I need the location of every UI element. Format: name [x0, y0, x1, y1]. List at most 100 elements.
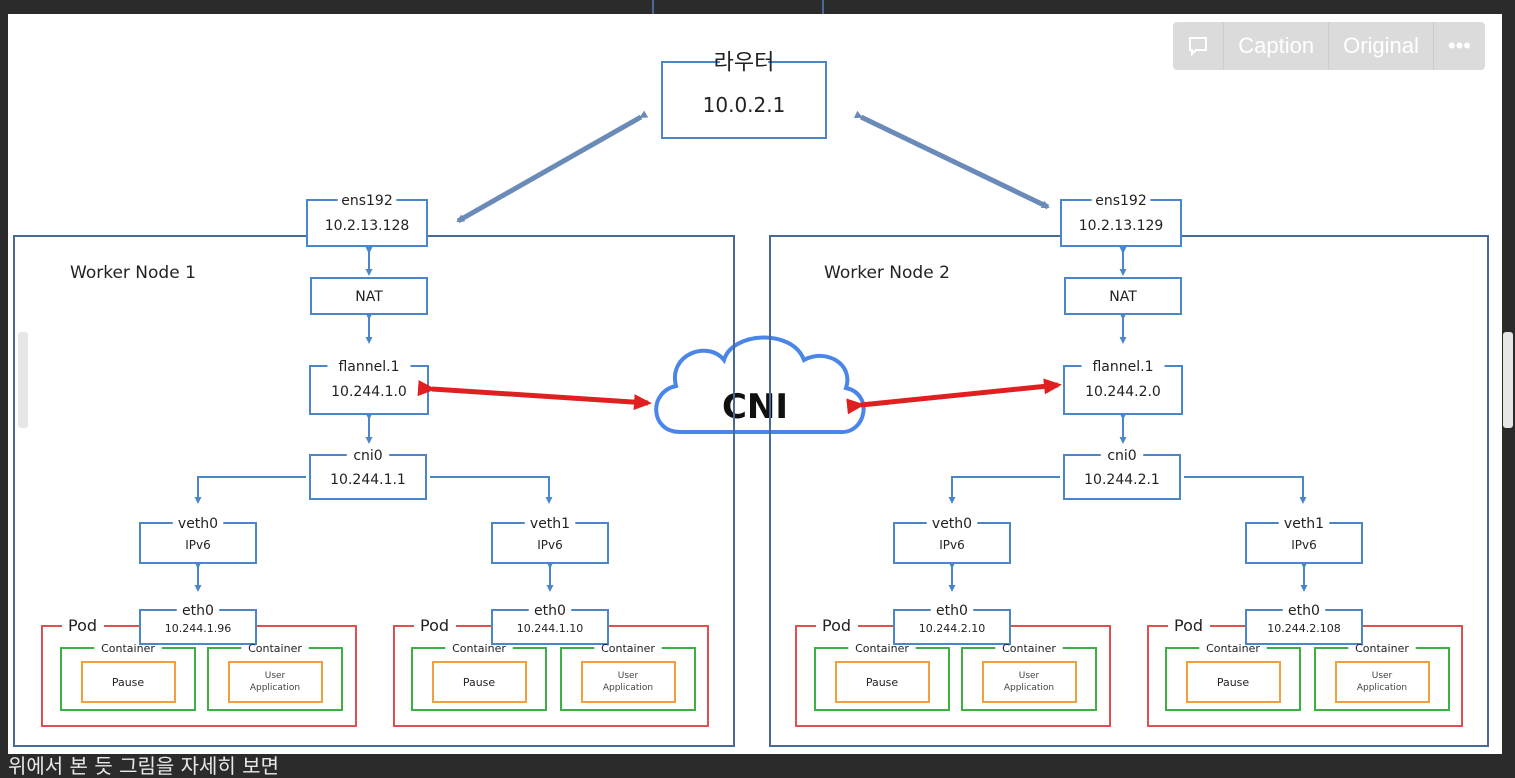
node1-cni0-veth0-link: [194, 476, 306, 504]
node1-pod1-eth-box-title-gap: [176, 607, 220, 613]
router-ip: 10.0.2.1: [703, 93, 786, 117]
node1-pod1-eth-ip: 10.244.1.96: [165, 622, 231, 635]
node1-pod2-container1-app-box: [432, 661, 527, 703]
node2-ens-box-title: ens192: [1095, 193, 1147, 209]
node2-nat-label: NAT: [1109, 289, 1137, 305]
node2-pod1-veth-box-title: veth0: [932, 516, 972, 532]
node1-nat-label: NAT: [355, 289, 383, 305]
router-link-node1: [456, 110, 649, 224]
node1-cni0-ip: 10.244.1.1: [330, 472, 406, 488]
router-box-title-gap: [719, 59, 769, 65]
router-box-frame: [661, 61, 827, 139]
node1-pod2-eth-box-frame: [491, 609, 609, 645]
node2-pod1-label: Pod: [822, 616, 851, 635]
node2-flannel-ip: 10.244.2.0: [1085, 384, 1161, 400]
node1-pod2-container1-app-label: Pause: [463, 676, 496, 689]
node1-pod1-container1-app-box: [81, 661, 176, 703]
node2-pod2-container2-app-label-line: Application: [1357, 683, 1407, 693]
comment-icon[interactable]: [1173, 22, 1225, 70]
node1-pod2-veth-box-title-gap: [524, 520, 576, 526]
node2-pod1-container1-box-title-gap: [848, 645, 916, 651]
node1-pod1-container1-box-title-gap: [94, 645, 162, 651]
node1-pod1-container1-box-title: Container: [101, 642, 155, 655]
right-scroll-handle[interactable]: [1503, 332, 1513, 428]
node2-pod2-container1-app-box: [1186, 661, 1281, 703]
node2-pod2-container1-box-title-gap: [1199, 645, 1267, 651]
node2-pod2-container2-app-label-line: User: [1372, 671, 1393, 681]
node2-pod1-eth-ip: 10.244.2.10: [919, 622, 985, 635]
left-scroll-handle[interactable]: [18, 332, 28, 428]
node2-cni0-box-title-gap: [1100, 452, 1144, 458]
node2-pod2-eth-box-title-gap: [1282, 607, 1326, 613]
node2-ens-ip: 10.2.13.129: [1079, 218, 1164, 234]
node1-pod1-container1-app-label: Pause: [112, 676, 145, 689]
node1-ens-box-title: ens192: [341, 193, 393, 209]
node1-pod2-eth-box-title: eth0: [534, 603, 566, 619]
node1-pod2-container2-app-box: [581, 661, 676, 703]
node2-pod1-eth-box-title-gap: [930, 607, 974, 613]
node2-pod2-container2-box-title: Container: [1355, 642, 1409, 655]
caption-button[interactable]: Caption: [1224, 22, 1330, 70]
article-text: 위에서 본 듯 그림을 자세히 보면: [8, 754, 279, 778]
node2-pod1-eth-box-title: eth0: [936, 603, 968, 619]
more-options-button[interactable]: •••: [1447, 33, 1471, 58]
node1-ens-ip: 10.2.13.128: [325, 218, 410, 234]
node1-pod2-label: Pod: [420, 616, 449, 635]
node1-pod2-eth-box-title-gap: [528, 607, 572, 613]
flannel2-cni-link: [846, 378, 1062, 415]
cni-label: CNI: [722, 387, 788, 427]
node1-pod1-veth-box-title-gap: [172, 520, 224, 526]
node1-pod2-label-gap: [414, 618, 456, 632]
node2-pod2-container2-app-box: [1335, 661, 1430, 703]
router-box-title: 라우터: [714, 51, 775, 76]
node1-pod2-container2-app-label-line: User: [618, 671, 639, 681]
node2-name: Worker Node 2: [824, 263, 950, 283]
node2-pod2-container2-box-title-gap: [1348, 645, 1416, 651]
node2-pod1-veth-box-title-gap: [926, 520, 978, 526]
node1-pod1-eth-box-title: eth0: [182, 603, 214, 619]
node2-flannel-box-title: flannel.1: [1092, 359, 1153, 375]
node1-flannel-ip: 10.244.1.0: [331, 384, 407, 400]
node1-pod1-label: Pod: [68, 616, 97, 635]
node1-ens-box-frame: [306, 199, 428, 247]
node1-cni0-veth1-link: [430, 476, 553, 504]
node1-cni0-box-title-gap: [346, 452, 390, 458]
node1-name: Worker Node 1: [70, 263, 196, 283]
node1-pod1-label-gap: [62, 618, 104, 632]
node2-cni0-ip: 10.244.2.1: [1084, 472, 1160, 488]
node1-cni0-box-frame: [309, 454, 427, 500]
node2-pod2-veth-box-title: veth1: [1284, 516, 1324, 532]
node1-flannel-box-title-gap: [327, 363, 411, 369]
node2-pod2-eth-box-title: eth0: [1288, 603, 1320, 619]
node1-pod1-container2-app-label-line: Application: [250, 683, 300, 693]
node2-cni0-veth0-link: [948, 476, 1060, 504]
node1-ens-box-title-gap: [337, 197, 397, 203]
node2-pod1-container2-app-label-line: User: [1019, 671, 1040, 681]
node2-pod1-container2-app-box: [982, 661, 1077, 703]
node1-pod1-container2-box-title-gap: [241, 645, 309, 651]
node1-pod1-container2-app-label-line: User: [265, 671, 286, 681]
node2-pod1-label-gap: [816, 618, 858, 632]
node2-pod1-veth-proto: IPv6: [939, 538, 965, 552]
node2-cni0-box-frame: [1063, 454, 1181, 500]
node1-cni0-box-title: cni0: [353, 448, 382, 464]
node1-pod2-container1-box-title-gap: [445, 645, 513, 651]
image-toolbar: Caption Original •••: [1173, 22, 1485, 70]
node2-pod1-container1-app-box: [835, 661, 930, 703]
node2-pod2-eth-ip: 10.244.2.108: [1267, 622, 1340, 635]
node1-pod1-veth-proto: IPv6: [185, 538, 211, 552]
node2-pod1-container2-box-title: Container: [1002, 642, 1056, 655]
node2-nat-box: [1064, 277, 1182, 315]
node2-pod1-container1-box-title: Container: [855, 642, 909, 655]
original-button[interactable]: Original: [1329, 22, 1434, 70]
flannel1-cni-link: [417, 380, 652, 411]
node2-pod2-veth-box-title-gap: [1278, 520, 1330, 526]
node2-pod2-veth-proto: IPv6: [1291, 538, 1317, 552]
node1-pod1-container2-app-box: [228, 661, 323, 703]
